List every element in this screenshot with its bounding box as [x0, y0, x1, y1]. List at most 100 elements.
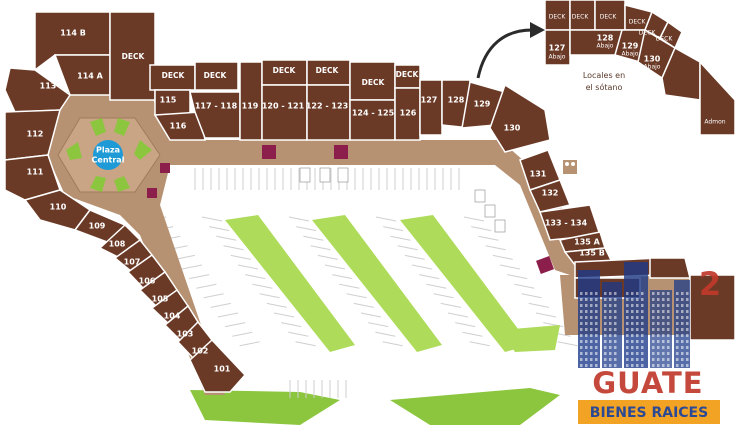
- parking-stall-line: [360, 312, 382, 318]
- logo-window: [676, 364, 679, 367]
- logo-window: [657, 292, 660, 295]
- logo-window: [609, 340, 612, 343]
- logo-window: [657, 298, 660, 301]
- logo-window: [614, 352, 617, 355]
- store-label: 116: [170, 122, 187, 131]
- logo-window: [604, 310, 607, 313]
- parking-stall-line: [201, 216, 223, 222]
- logo-window: [580, 310, 583, 313]
- basement-store-label: 128: [597, 34, 614, 43]
- logo-window: [614, 292, 617, 295]
- basement-store-label: DECK: [549, 14, 567, 21]
- logo-window: [614, 304, 617, 307]
- logo-window: [631, 364, 634, 367]
- parking-stall-line: [535, 312, 557, 318]
- logo-window: [641, 328, 644, 331]
- store-label: 110: [50, 203, 67, 212]
- logo-window: [590, 322, 593, 325]
- logo-window: [631, 352, 634, 355]
- logo-window: [604, 292, 607, 295]
- logo-window: [585, 358, 588, 361]
- logo-window: [667, 346, 670, 349]
- parking-stall-line: [232, 331, 253, 337]
- logo-window: [641, 352, 644, 355]
- deck-label: DECK: [122, 52, 146, 61]
- logo-window: [681, 346, 684, 349]
- logo-window: [585, 298, 588, 301]
- logo-window: [652, 334, 655, 337]
- logo-window: [667, 340, 670, 343]
- parking-stall-line: [433, 293, 454, 299]
- parking-stall-line: [543, 322, 564, 328]
- logo-window: [595, 298, 598, 301]
- parking-stall-line: [317, 254, 338, 260]
- logo-window: [631, 292, 634, 295]
- parking-stall-line: [397, 245, 418, 251]
- logo-window: [636, 346, 639, 349]
- logo-window: [662, 334, 665, 337]
- parking-stall-line: [339, 283, 360, 289]
- logo-window: [626, 340, 629, 343]
- logo-subtitle-bg: [578, 400, 720, 424]
- logo-window: [667, 310, 670, 313]
- logo-window: [609, 322, 612, 325]
- logo-window: [667, 322, 670, 325]
- logo-window: [657, 316, 660, 319]
- logo-window: [609, 298, 612, 301]
- store-label: 135 A: [574, 238, 600, 247]
- logo-window: [585, 334, 588, 337]
- logo-window: [580, 298, 583, 301]
- parking-stall-line: [346, 293, 367, 299]
- logo-window: [657, 346, 660, 349]
- logo-window: [580, 346, 583, 349]
- bike-icon: [494, 219, 506, 233]
- parking-stall-line: [266, 302, 287, 308]
- logo-window: [636, 358, 639, 361]
- logo-window: [590, 346, 593, 349]
- logo-window: [686, 316, 689, 319]
- logo-window: [686, 322, 689, 325]
- parking-stall-line: [181, 264, 203, 270]
- logo-window: [590, 364, 593, 367]
- parking-stall-line: [455, 322, 476, 328]
- store-label: 112: [27, 130, 44, 139]
- parking-stall-line: [521, 293, 542, 299]
- logo-window: [641, 334, 644, 337]
- logo-window: [626, 358, 629, 361]
- logo-window: [609, 364, 612, 367]
- logo-window: [641, 364, 644, 367]
- parking-stall-line: [368, 322, 389, 328]
- logo-window: [662, 292, 665, 295]
- bike-icon: [484, 204, 496, 218]
- logo-window: [595, 340, 598, 343]
- logo-window: [604, 364, 607, 367]
- logo-window: [631, 328, 634, 331]
- store-label: 114 A: [77, 72, 103, 81]
- store-label: 129: [474, 100, 491, 109]
- logo-window: [585, 310, 588, 313]
- parking-stall-line: [203, 293, 224, 299]
- abajo-label: Abajo: [644, 64, 661, 71]
- basement-store-label: DECK: [600, 14, 618, 21]
- logo-window: [590, 352, 593, 355]
- basement-store-label: 129: [622, 42, 639, 51]
- logo-window: [580, 352, 583, 355]
- logo-window: [595, 316, 598, 319]
- logo-window: [681, 358, 684, 361]
- store-label: 132: [542, 189, 559, 198]
- logo-window: [595, 334, 598, 337]
- logo-window: [681, 334, 684, 337]
- parking-stall-line: [237, 264, 259, 270]
- logo-window: [676, 316, 679, 319]
- logo-window: [626, 328, 629, 331]
- accessibility-icons: [299, 160, 577, 233]
- logo-window: [595, 304, 598, 307]
- parking-stall-line: [310, 245, 331, 251]
- logo-window: [604, 352, 607, 355]
- parking-stall-line: [353, 302, 374, 308]
- parking-stall-line: [375, 216, 397, 222]
- logo-window: [585, 328, 588, 331]
- basement-store-label: DECK: [572, 14, 590, 21]
- logo-window: [626, 364, 629, 367]
- logo-window: [686, 346, 689, 349]
